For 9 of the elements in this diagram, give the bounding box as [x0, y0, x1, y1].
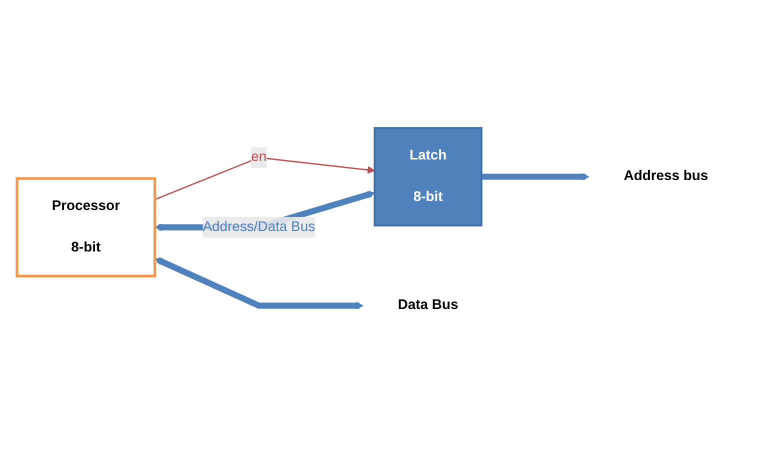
arrow: [154, 157, 375, 200]
node-text: Data Bus: [398, 298, 458, 313]
arrow: [154, 257, 364, 310]
arrow: [481, 173, 590, 181]
edge-label: Address/Data Bus: [202, 220, 316, 234]
node-text: Address bus: [624, 169, 708, 184]
edge-label: en: [251, 150, 267, 165]
node-box: Latch 8-bit: [374, 127, 482, 227]
node-box: Processor 8-bit: [16, 177, 156, 278]
